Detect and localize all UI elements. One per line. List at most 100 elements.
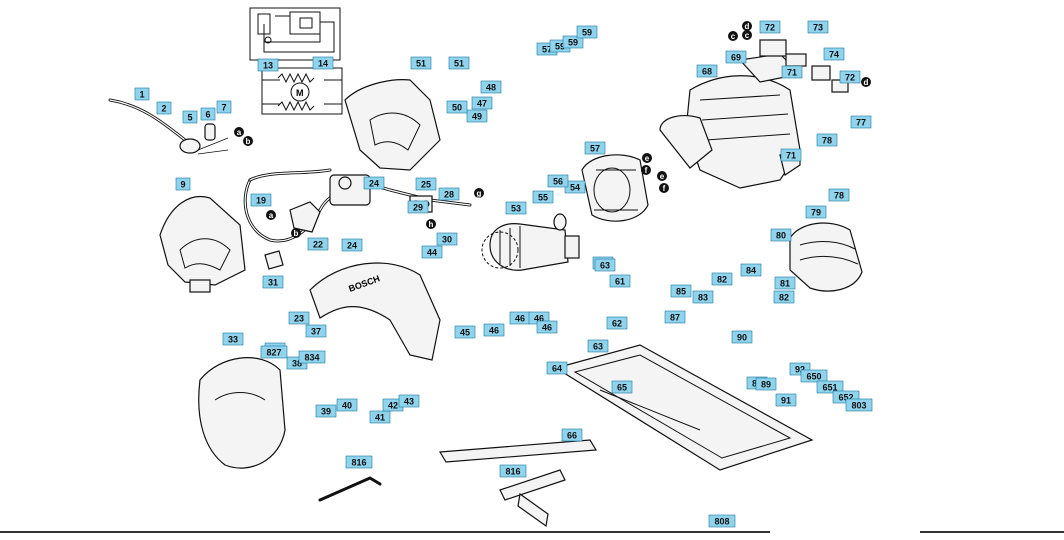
- part-number: 808: [714, 517, 729, 527]
- connection-marker-b: b: [243, 136, 253, 146]
- part-number: 83: [698, 293, 708, 303]
- part-number: 51: [454, 59, 464, 69]
- part-number: 92: [795, 365, 805, 375]
- part-callout-22: 22: [307, 237, 329, 251]
- part-number: 79: [811, 208, 821, 218]
- part-number: 1: [139, 90, 144, 100]
- connection-marker-c: c: [728, 31, 738, 41]
- part-number: 23: [294, 314, 304, 324]
- part-callout-82: 82: [773, 290, 795, 304]
- part-callout-81: 81: [774, 276, 796, 290]
- part-callout-33: 33: [222, 332, 244, 346]
- part-callout-85: 85: [670, 284, 692, 298]
- part-number: 85: [676, 287, 686, 297]
- part-number: 66: [567, 431, 577, 441]
- part-number: 62: [612, 319, 622, 329]
- part-number: 29: [413, 203, 423, 213]
- part-number: 68: [702, 67, 712, 77]
- motor-symbol: M: [296, 88, 304, 98]
- part-number: 56: [553, 177, 563, 187]
- connection-letter: e: [660, 172, 665, 181]
- part-number: 803: [851, 401, 866, 411]
- part-number: 651: [822, 383, 837, 393]
- connection-marker-h: h: [426, 219, 436, 229]
- part-callout-40: 40: [336, 398, 358, 412]
- part-number: 51: [416, 59, 426, 69]
- connection-letter: f: [645, 166, 648, 175]
- part-callout-59: 59: [562, 35, 584, 49]
- part-callout-55: 55: [532, 190, 554, 204]
- part-callout-24: 24: [363, 176, 385, 190]
- part-number: 50: [452, 103, 462, 113]
- part-callout-30: 30: [436, 232, 458, 246]
- part-callout-91: 91: [775, 393, 797, 407]
- part-number: 5: [187, 113, 192, 123]
- part-number: 59: [555, 42, 565, 52]
- part-number: 63: [593, 342, 603, 352]
- part-number: 78: [834, 191, 844, 201]
- part-number: 30: [442, 235, 452, 245]
- parallel-guide: [438, 439, 598, 528]
- connection-letter: h: [429, 220, 434, 229]
- part-callout-50: 50: [446, 100, 468, 114]
- part-callout-43: 43: [398, 394, 420, 408]
- connection-letter: c: [731, 32, 736, 41]
- connection-marker-e: e: [642, 153, 652, 163]
- part-number: 73: [813, 23, 823, 33]
- motor-housing: [659, 53, 802, 189]
- connection-marker-f: f: [659, 183, 669, 193]
- part-callout-61: 61: [609, 274, 631, 288]
- part-number: 72: [845, 73, 855, 83]
- connection-letter: b: [246, 137, 251, 146]
- part-number: 827: [266, 348, 281, 358]
- part-callout-65: 65: [611, 380, 633, 394]
- part-callout-9: 9: [175, 177, 191, 191]
- part-callout-51: 51: [448, 56, 470, 70]
- part-callout-78: 78: [828, 188, 850, 202]
- part-callout-49: 49: [466, 109, 488, 123]
- part-callout-29: 29: [407, 200, 429, 214]
- part-number: 652: [838, 393, 853, 403]
- power-cable: [108, 98, 229, 155]
- part-number: 77: [856, 118, 866, 128]
- part-callout-62: 62: [606, 316, 628, 330]
- part-number: 71: [786, 151, 796, 161]
- part-number: 59: [568, 38, 578, 48]
- part-number: 63: [600, 261, 610, 271]
- part-number: 45: [460, 328, 470, 338]
- part-callout-71: 71: [780, 148, 802, 162]
- part-number: 44: [427, 248, 437, 258]
- connection-marker-f: f: [641, 165, 651, 175]
- connection-marker-e: e: [657, 171, 667, 181]
- part-number: 46: [515, 314, 525, 324]
- part-number: 91: [781, 396, 791, 406]
- part-callout-87: 87: [664, 310, 686, 324]
- handle-housing-half-2: [159, 196, 246, 293]
- part-number: 84: [746, 266, 756, 276]
- part-number: 49: [472, 112, 482, 122]
- wiring-schematic: M: [249, 7, 343, 115]
- part-number: 25: [421, 180, 431, 190]
- armature: [481, 213, 580, 271]
- part-callout-6: 6: [200, 107, 216, 121]
- part-number: 24: [369, 179, 379, 189]
- part-callout-31: 31: [262, 275, 284, 289]
- lower-blade-guard: [198, 357, 286, 469]
- part-callout-82: 82: [711, 272, 733, 286]
- part-callout-39: 39: [315, 404, 337, 418]
- part-callout-7: 7: [216, 100, 232, 114]
- connection-letter: f: [663, 184, 666, 193]
- part-number: 64: [552, 364, 562, 374]
- connection-letter: b: [294, 229, 299, 238]
- part-number: 9: [180, 180, 185, 190]
- part-callout-650: 650: [800, 369, 828, 383]
- part-number: 19: [256, 196, 266, 206]
- part-number: 39: [321, 407, 331, 417]
- connection-marker-c: c: [742, 30, 752, 40]
- part-callout-63: 63: [587, 339, 609, 353]
- part-callout-41: 41: [369, 410, 391, 424]
- connection-marker-a: a: [266, 210, 276, 220]
- part-number: 46: [534, 314, 544, 324]
- part-callout-827: 827: [260, 345, 288, 359]
